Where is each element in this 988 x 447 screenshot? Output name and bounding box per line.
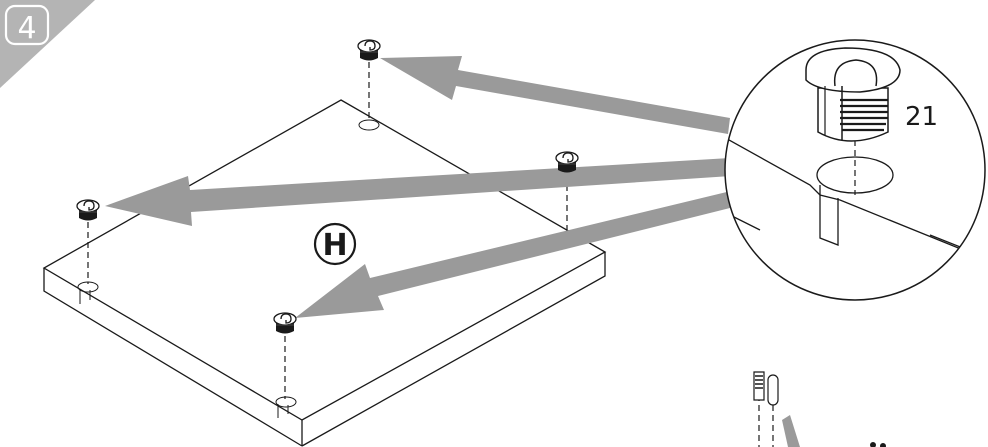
cam-fitting-icon: [555, 151, 579, 174]
cam-fitting-icon: [76, 199, 100, 222]
direction-arrows: [105, 56, 742, 318]
step-badge: 4: [0, 0, 95, 88]
panel-holes: [77, 119, 578, 418]
cam-fitting-icon: [357, 39, 381, 62]
panel-label-text: H: [322, 228, 347, 263]
quantity-label: 21: [905, 102, 938, 132]
detail-circle: 21: [724, 39, 986, 301]
panel-board: [42, 99, 607, 447]
panel-label: H: [313, 222, 357, 266]
cam-fitting-icon: [273, 312, 297, 335]
step-number: 4: [17, 11, 36, 46]
next-step-fragment: [753, 371, 886, 447]
